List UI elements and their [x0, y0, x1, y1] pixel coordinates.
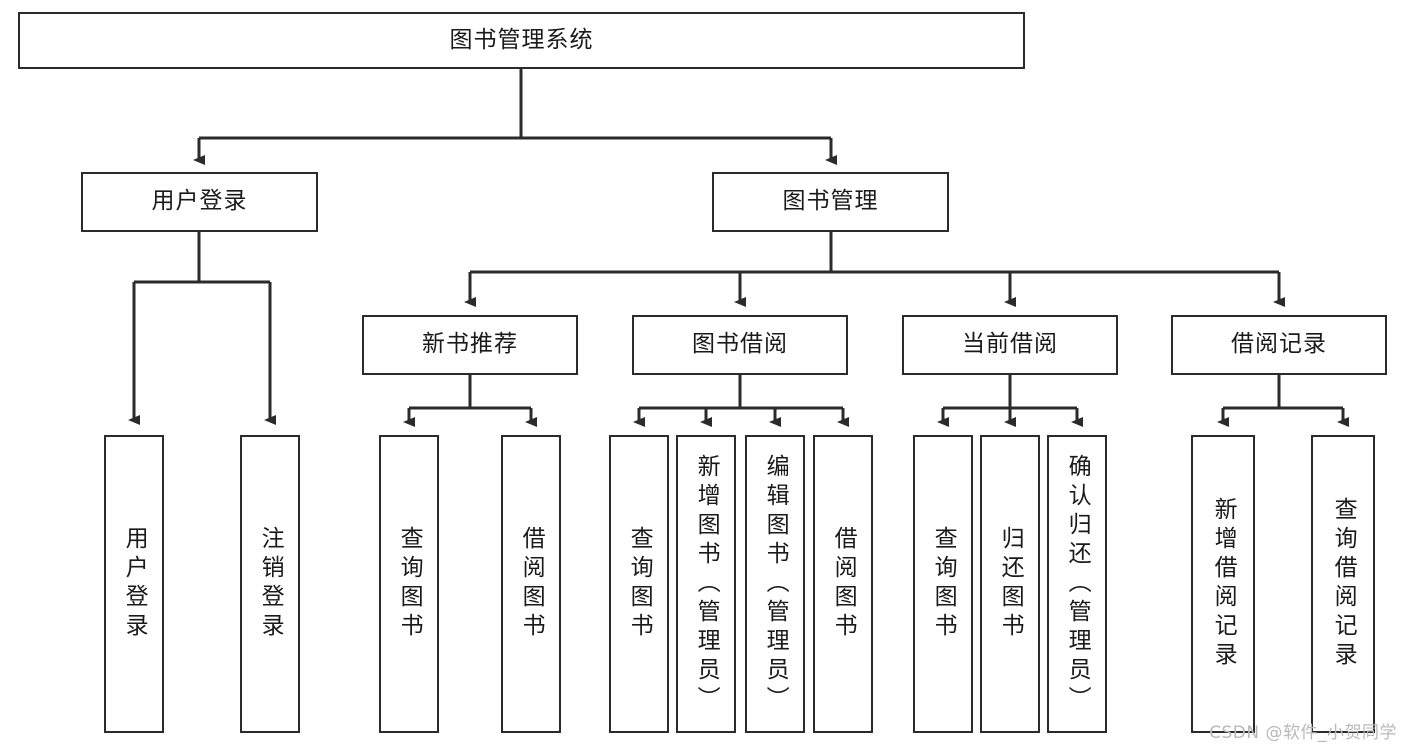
- leaf-add-book-admin[interactable]: 新增图书（管理员）: [676, 435, 736, 733]
- node-borrow-records[interactable]: 借阅记录: [1171, 315, 1387, 375]
- node-book-management[interactable]: 图书管理: [712, 172, 949, 232]
- leaf-borrow-book-label: 借阅图书: [830, 526, 857, 642]
- node-book-borrow[interactable]: 图书借阅: [632, 315, 848, 375]
- node-current-borrow[interactable]: 当前借阅: [902, 315, 1118, 375]
- leaf-user-login[interactable]: 用户登录: [104, 435, 164, 733]
- leaf-return-book-label: 归还图书: [997, 526, 1024, 642]
- leaf-new-book-query-label: 查询图书: [396, 526, 423, 642]
- leaf-borrow-query-book[interactable]: 查询图书: [609, 435, 669, 733]
- leaf-logout[interactable]: 注销登录: [240, 435, 300, 733]
- leaf-edit-book-admin[interactable]: 编辑图书（管理员）: [745, 435, 805, 733]
- leaf-new-book-borrow[interactable]: 借阅图书: [501, 435, 561, 733]
- leaf-confirm-return-admin[interactable]: 确认归还（管理员）: [1047, 435, 1107, 733]
- leaf-borrow-query-book-label: 查询图书: [626, 526, 653, 642]
- node-root[interactable]: 图书管理系统: [18, 12, 1025, 69]
- node-new-book-recommend-label: 新书推荐: [422, 331, 518, 358]
- node-user-login-label: 用户登录: [151, 188, 248, 215]
- leaf-logout-label: 注销登录: [257, 526, 284, 642]
- leaf-borrow-book[interactable]: 借阅图书: [813, 435, 873, 733]
- node-user-login[interactable]: 用户登录: [81, 172, 318, 232]
- leaf-add-book-admin-label: 新增图书（管理员）: [693, 453, 720, 715]
- leaf-current-query-book-label: 查询图书: [930, 526, 957, 642]
- node-new-book-recommend[interactable]: 新书推荐: [362, 315, 578, 375]
- node-book-borrow-label: 图书借阅: [692, 331, 788, 358]
- leaf-confirm-return-admin-label: 确认归还（管理员）: [1064, 453, 1091, 715]
- leaf-new-book-query[interactable]: 查询图书: [379, 435, 439, 733]
- csdn-watermark: CSDN @软件_小贺同学: [1209, 723, 1397, 743]
- leaf-new-book-borrow-label: 借阅图书: [518, 526, 545, 642]
- node-book-management-label: 图书管理: [782, 188, 879, 215]
- leaf-edit-book-admin-label: 编辑图书（管理员）: [762, 453, 789, 715]
- leaf-return-book[interactable]: 归还图书: [980, 435, 1040, 733]
- node-root-label: 图书管理系统: [449, 26, 594, 53]
- leaf-add-borrow-record-label: 新增借阅记录: [1210, 497, 1237, 671]
- leaf-query-borrow-record[interactable]: 查询借阅记录: [1311, 435, 1375, 733]
- node-borrow-records-label: 借阅记录: [1231, 331, 1327, 358]
- leaf-current-query-book[interactable]: 查询图书: [913, 435, 973, 733]
- leaf-user-login-label: 用户登录: [121, 526, 148, 642]
- leaf-query-borrow-record-label: 查询借阅记录: [1330, 497, 1357, 671]
- leaf-add-borrow-record[interactable]: 新增借阅记录: [1191, 435, 1255, 733]
- node-current-borrow-label: 当前借阅: [962, 331, 1058, 358]
